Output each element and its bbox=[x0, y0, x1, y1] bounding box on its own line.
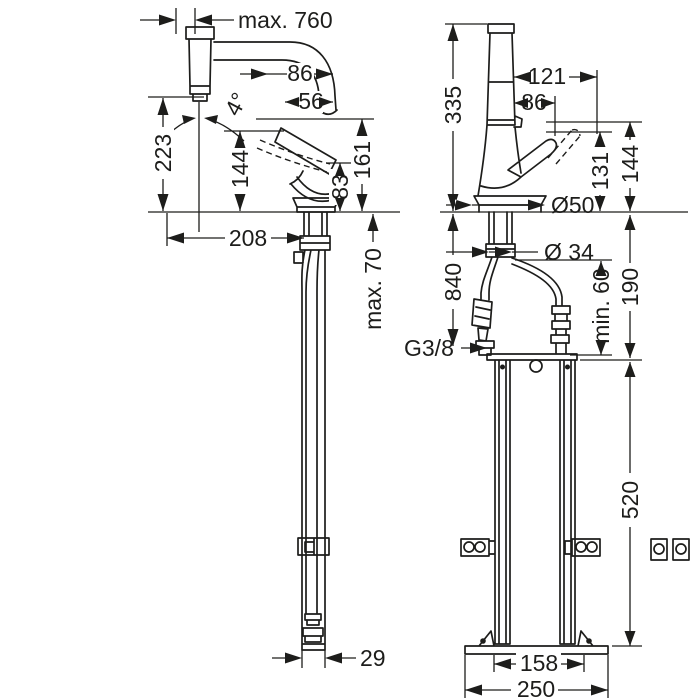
front-view: max. 760 86 56 4° 223 144 161 83 208 max… bbox=[140, 7, 400, 671]
dim-label-deck-thickness: max. 70 bbox=[360, 248, 386, 330]
side-faucet-outline bbox=[460, 23, 690, 655]
dim-label-spray-height: 223 bbox=[150, 134, 176, 172]
dim-label-hose-drop: 840 bbox=[440, 263, 466, 301]
dim-label-pullout-length: max. 760 bbox=[238, 7, 333, 33]
spare-clip-detail bbox=[653, 543, 665, 555]
dim-label-tube-width: 29 bbox=[360, 645, 386, 671]
dim-label-box-top-offset: 190 bbox=[617, 268, 643, 306]
side-label-backgrounds bbox=[442, 66, 641, 700]
dim-label-connection-thread: G3/8 bbox=[404, 335, 454, 361]
dim-label-spout-top-height: 144 bbox=[617, 145, 643, 184]
dim-label-base-diameter: Ø50 bbox=[551, 192, 594, 218]
foot-roller bbox=[480, 638, 486, 644]
dim-label-upper-offset: 86 bbox=[287, 60, 313, 86]
dim-label-body-height: 83 bbox=[327, 174, 353, 200]
side-view: 335 121 86 131 144 Ø50 Ø 34 840 min. 60 … bbox=[404, 23, 690, 700]
dim-label-spout-height: 161 bbox=[349, 141, 375, 179]
dim-label-base-plate-width: 250 bbox=[517, 676, 555, 700]
mounting-clip-roller bbox=[586, 541, 598, 553]
mounting-clip-roller bbox=[463, 541, 475, 553]
front-dimension-lines bbox=[140, 8, 400, 668]
dim-label-rail-spacing: 158 bbox=[520, 650, 558, 676]
dim-label-spray-angle: 4° bbox=[219, 88, 252, 120]
dim-label-lower-offset: 56 bbox=[298, 88, 324, 114]
foot-roller bbox=[586, 638, 592, 644]
box-top-hole bbox=[529, 359, 543, 373]
front-arrowheads bbox=[157, 14, 379, 664]
mounting-clip-roller bbox=[575, 541, 587, 553]
dim-label-handle-top-height: 131 bbox=[587, 152, 613, 190]
box-bolt bbox=[500, 364, 505, 370]
dim-label-spout-reach: 208 bbox=[229, 225, 267, 251]
dim-label-total-height: 335 bbox=[440, 86, 466, 124]
dim-label-handle-reach: 86 bbox=[521, 89, 547, 115]
dim-label-shank-diameter: Ø 34 bbox=[544, 239, 594, 265]
spare-clip-detail bbox=[675, 543, 687, 555]
dim-label-lever-height: 144 bbox=[227, 150, 253, 189]
box-bolt bbox=[565, 364, 570, 370]
dim-label-handle-reach-max: 121 bbox=[528, 63, 566, 89]
dim-label-hose-clearance: min. 60 bbox=[588, 268, 614, 343]
mounting-clip-roller bbox=[474, 541, 486, 553]
dim-label-box-height: 520 bbox=[617, 481, 643, 519]
side-dashed-handle bbox=[547, 128, 581, 165]
